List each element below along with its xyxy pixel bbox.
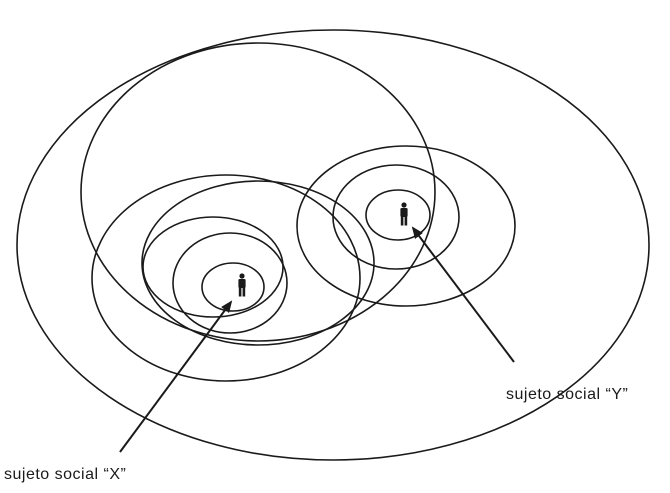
subject-y-ring-outer xyxy=(296,145,516,307)
subject-x-ring-1 xyxy=(91,174,361,382)
subject-y-ring-middle xyxy=(332,164,460,270)
subject-x-spheres xyxy=(91,174,375,382)
person-icon xyxy=(400,202,408,226)
subject-x-ring-3 xyxy=(142,216,284,318)
subject-y-inner-ring xyxy=(365,189,431,241)
subject-x-ring-4 xyxy=(172,232,288,334)
subject-y-spheres xyxy=(296,145,516,307)
shared-sphere xyxy=(80,42,436,342)
subject-x-inner-ring xyxy=(201,262,265,312)
pointer-arrow-y xyxy=(411,226,515,363)
subject-x-ring-2 xyxy=(141,180,375,346)
subject-x-label: sujeto social “X” xyxy=(4,466,127,483)
pointer-arrow-x xyxy=(119,300,233,453)
person-icon xyxy=(238,273,246,297)
outer-sphere xyxy=(16,29,650,461)
subject-y-label: sujeto social “Y” xyxy=(506,386,629,403)
